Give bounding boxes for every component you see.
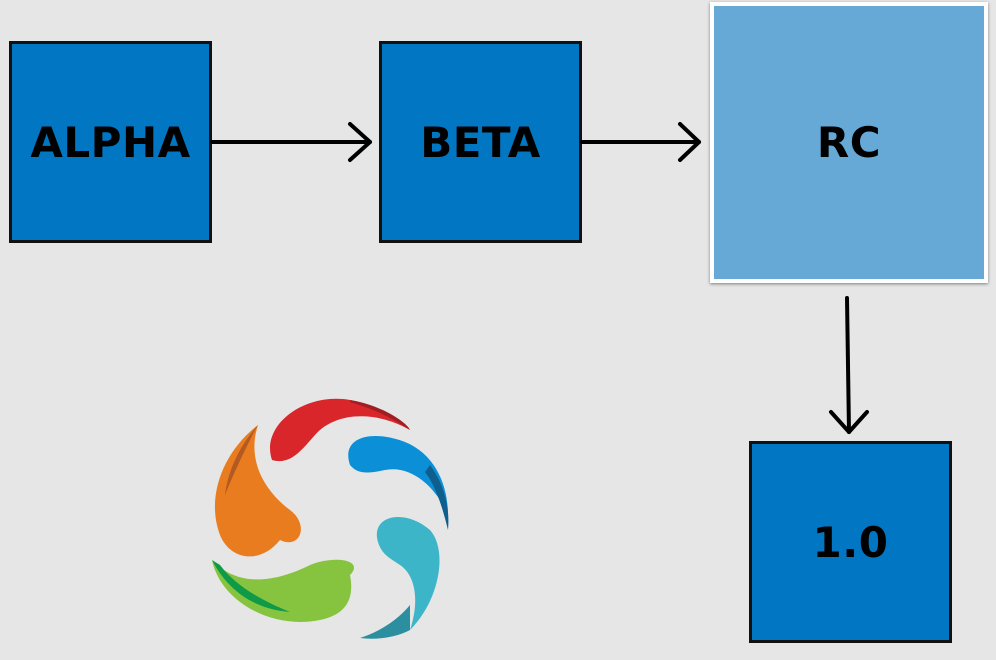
node-release-label: 1.0 (812, 517, 889, 567)
node-alpha-label: ALPHA (30, 117, 191, 167)
arrow-beta-to-rc (580, 122, 701, 162)
pinwheel-logo-icon (212, 398, 449, 639)
node-rc: RC (710, 2, 988, 283)
node-alpha: ALPHA (9, 41, 212, 243)
arrow-rc-to-release (829, 296, 869, 434)
node-release: 1.0 (749, 441, 952, 643)
arrow-alpha-to-beta (210, 122, 372, 162)
node-rc-label: RC (816, 118, 882, 167)
node-beta: BETA (379, 41, 582, 243)
node-beta-label: BETA (420, 117, 541, 167)
